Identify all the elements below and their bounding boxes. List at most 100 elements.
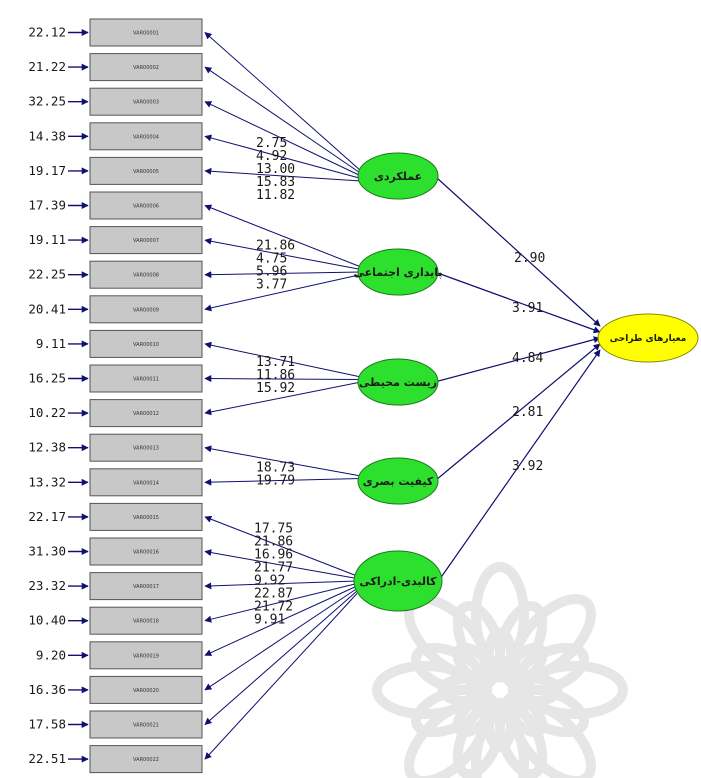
observed-variable-box: [89, 329, 203, 358]
observed-variable-box: [89, 87, 203, 116]
watermark-petal: [494, 702, 548, 778]
error-variance-label: 13.32: [28, 474, 66, 489]
loading-arrow: [204, 134, 362, 179]
observed-variable-box: [89, 468, 203, 497]
observed-variable-box: [89, 399, 203, 428]
error-variance-label: 10.22: [28, 405, 66, 420]
latent-construct: [357, 457, 439, 505]
observed-variable-label: VAR00007: [133, 238, 159, 244]
error-variance-label: 22.51: [28, 751, 66, 766]
loading-coefficient: 19.79: [256, 474, 295, 489]
latent-construct-label: کیفیت بصری: [363, 475, 434, 488]
path-coefficient: 3.92: [512, 459, 543, 474]
latent-construct: [353, 550, 443, 612]
watermark-petal: [410, 684, 488, 738]
observed-variable-box: [89, 572, 203, 601]
error-variance-label: 20.41: [28, 301, 66, 316]
loading-arrow: [204, 101, 362, 177]
error-variance-label: 19.17: [28, 163, 66, 178]
error-variance-label: 16.36: [28, 682, 66, 697]
loading-arrow: [204, 593, 358, 760]
loading-coefficient: 3.77: [256, 278, 287, 293]
observed-variable-label: VAR00004: [133, 134, 159, 140]
target-construct-label: معیارهای طراحی: [610, 334, 687, 344]
observed-variable-box: [89, 260, 203, 289]
diagram-nodes: [89, 18, 699, 774]
path-coefficient: 2.90: [514, 251, 545, 266]
observed-variable-label: VAR00017: [133, 584, 159, 590]
observed-variable-label: VAR00019: [133, 653, 159, 659]
loading-coefficient: 9.92: [254, 574, 285, 589]
path-coefficient: 3.91: [512, 301, 543, 316]
observed-variable-box: [89, 18, 203, 47]
watermark-petal: [452, 600, 506, 678]
loading-coefficient: 21.77: [254, 561, 293, 576]
observed-variable-label: VAR00009: [133, 307, 159, 313]
watermark-petal: [522, 661, 628, 719]
loading-arrow: [204, 549, 358, 579]
loading-arrow: [204, 515, 358, 577]
loading-arrow: [204, 375, 362, 383]
diagram-labels: VAR0000122.122.75VAR0000221.224.92VAR000…: [28, 25, 686, 767]
observed-variable-label: VAR00016: [133, 550, 159, 556]
observed-variable-box: [89, 606, 203, 635]
observed-variable-label: VAR00010: [133, 342, 159, 348]
path-coefficient: 2.81: [512, 405, 543, 420]
loading-coefficient: 11.86: [256, 368, 295, 383]
observed-variable-label: VAR00013: [133, 446, 159, 452]
loading-coefficient: 18.73: [256, 461, 295, 476]
watermark-petal: [512, 684, 590, 738]
loading-arrow: [204, 274, 362, 312]
error-variance-label: 22.12: [28, 25, 66, 40]
loading-coefficient: 22.87: [254, 587, 293, 602]
loading-arrow: [204, 583, 358, 623]
error-variance-label: 14.38: [28, 128, 66, 143]
observed-variable-box: [89, 710, 203, 739]
loading-coefficient: 21.86: [256, 239, 295, 254]
path-arrows: [68, 29, 601, 763]
loading-coefficient: 2.75: [256, 136, 287, 151]
watermark-petal: [510, 594, 596, 680]
error-variance-label: 17.58: [28, 717, 66, 732]
observed-variable-label: VAR00020: [133, 688, 159, 694]
error-variance-label: 31.30: [28, 544, 66, 559]
error-variance-label: 19.11: [28, 232, 66, 247]
loading-arrow: [204, 588, 358, 691]
loading-arrow: [204, 590, 358, 725]
observed-variable-label: VAR00002: [133, 65, 159, 71]
watermark-petal: [404, 700, 490, 778]
observed-variable-box: [89, 191, 203, 220]
latent-construct-label: پایداری اجتماعی: [353, 266, 442, 279]
error-variance-label: 17.39: [28, 198, 66, 213]
observed-variable-box: [89, 156, 203, 185]
loading-coefficient: 4.75: [256, 252, 287, 267]
observed-variable-box: [89, 433, 203, 462]
loading-arrow: [204, 167, 362, 182]
error-variance-label: 10.40: [28, 613, 66, 628]
loading-arrow: [204, 381, 362, 416]
loading-coefficient: 17.75: [254, 522, 293, 537]
error-variance-label: 9.20: [36, 647, 66, 662]
observed-variable-box: [89, 675, 203, 704]
observed-variable-label: VAR00001: [133, 31, 159, 37]
structural-arrow: [434, 336, 601, 383]
observed-variable-box: [89, 641, 203, 670]
loading-coefficient: 13.00: [256, 162, 295, 177]
latent-construct-label: کالبدی-ادراکی: [359, 575, 437, 588]
loading-arrow: [204, 271, 362, 279]
loading-coefficient: 15.92: [256, 381, 295, 396]
watermark-petal: [372, 661, 478, 719]
error-variance-label: 22.25: [28, 267, 66, 282]
error-variance-label: 32.25: [28, 94, 66, 109]
watermark-petal: [510, 700, 596, 778]
error-variance-label: 21.22: [28, 59, 66, 74]
observed-variable-label: VAR00005: [133, 169, 159, 175]
watermark-petal: [452, 702, 506, 778]
loading-arrow: [204, 237, 362, 270]
observed-variable-box: [89, 502, 203, 531]
watermark-petal: [471, 562, 529, 668]
loading-arrow: [204, 580, 358, 590]
error-variance-label: 9.11: [36, 336, 66, 351]
latent-construct-label: زیست محیطی: [359, 376, 437, 389]
observed-variable-box: [89, 122, 203, 151]
